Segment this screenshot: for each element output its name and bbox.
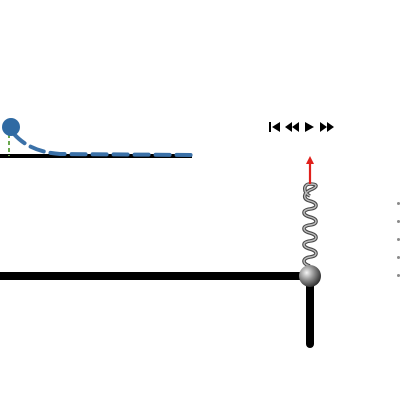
menu-dot [397,256,400,259]
playback-controls [268,119,335,135]
menu-dot [397,274,400,277]
mass-ball[interactable] [299,265,321,287]
spring [302,182,318,268]
rewind-icon[interactable] [284,119,300,135]
vertical-dots-icon[interactable] [395,198,400,284]
displacement-trace [12,132,194,157]
play-icon[interactable] [303,119,316,135]
menu-dot [397,202,400,205]
menu-dot [397,220,400,223]
position-marker[interactable] [2,118,20,136]
fast-forward-icon[interactable] [319,119,335,135]
skip-start-icon[interactable] [268,119,281,135]
force-arrow [306,156,314,184]
menu-dot [397,238,400,241]
